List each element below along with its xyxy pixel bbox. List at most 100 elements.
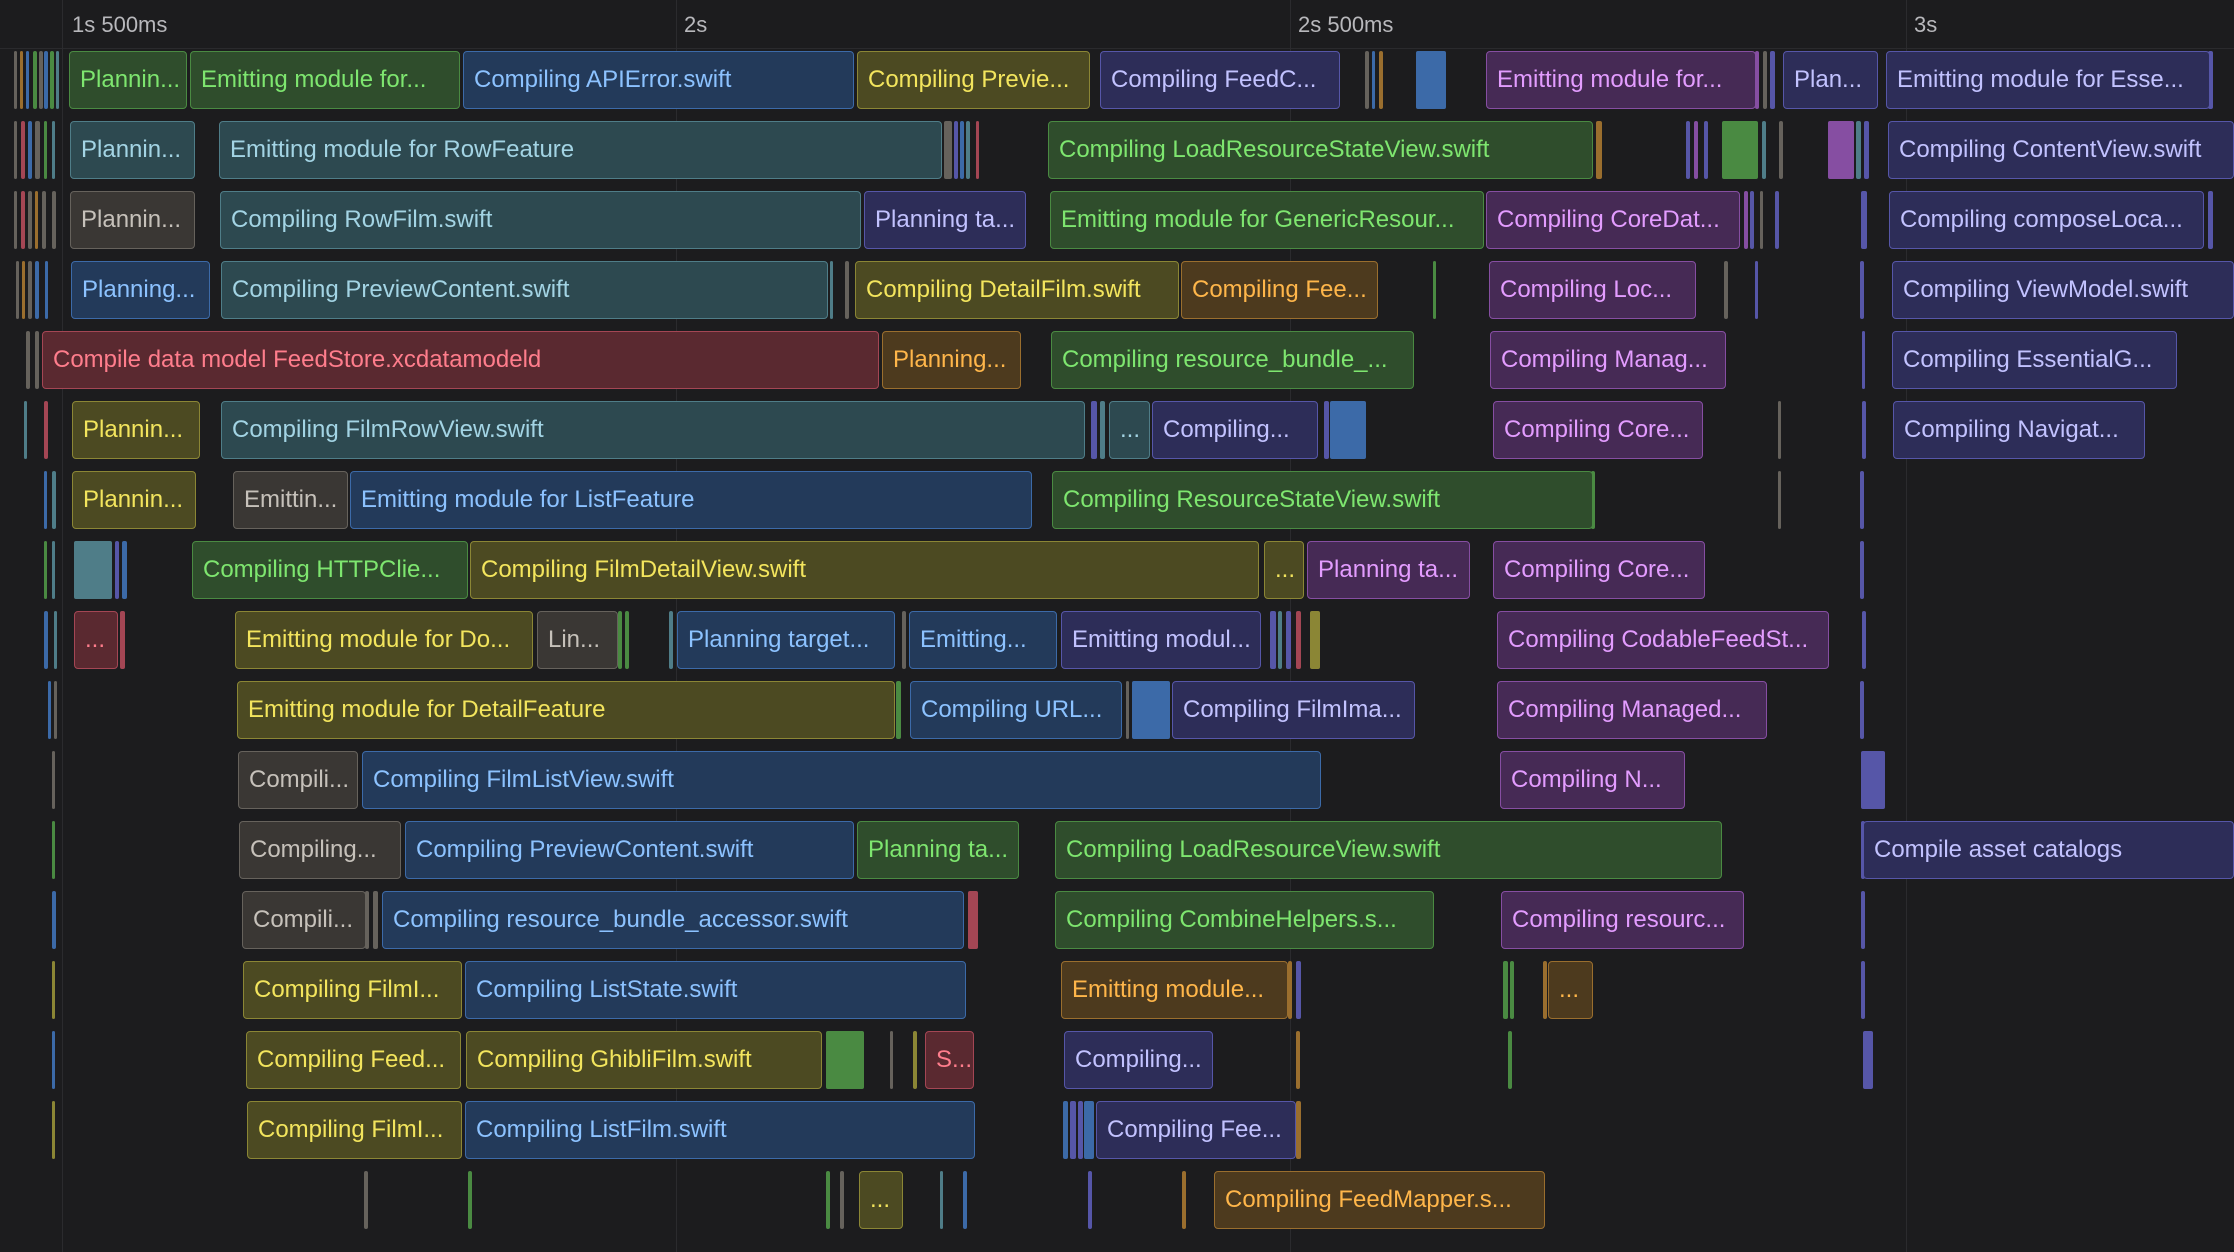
task-sliver[interactable] <box>24 401 27 459</box>
task-bar-compiling-combinehelpers-s[interactable]: Compiling CombineHelpers.s... <box>1055 891 1434 949</box>
task-sliver[interactable] <box>840 1171 844 1229</box>
task-bar-compiling-apierror-swift[interactable]: Compiling APIError.swift <box>463 51 854 109</box>
task-bar-compiling-fee[interactable]: Compiling Fee... <box>1096 1101 1296 1159</box>
task-sliver[interactable] <box>1296 611 1301 669</box>
task-sliver[interactable] <box>1416 51 1446 109</box>
task-sliver[interactable] <box>52 1101 55 1159</box>
task-bar-compiling-coredat[interactable]: Compiling CoreDat... <box>1486 191 1740 249</box>
task-sliver[interactable] <box>14 191 17 249</box>
task-sliver[interactable] <box>1775 191 1779 249</box>
task-sliver[interactable] <box>52 121 55 179</box>
task-bar-compiling-core[interactable]: Compiling Core... <box>1493 401 1703 459</box>
task-bar-compiling[interactable]: Compiling... <box>239 821 401 879</box>
task-sliver[interactable] <box>1510 961 1514 1019</box>
task-sliver[interactable] <box>1762 121 1766 179</box>
task-sliver[interactable] <box>1543 961 1547 1019</box>
task-sliver[interactable] <box>115 541 119 599</box>
task-bar-compiling-liststate-swift[interactable]: Compiling ListState.swift <box>465 961 966 1019</box>
task-sliver[interactable] <box>1182 1171 1186 1229</box>
task-bar-compiling-httpclie[interactable]: Compiling HTTPClie... <box>192 541 468 599</box>
task-sliver[interactable] <box>26 51 29 109</box>
task-bar-ellipsis[interactable]: ... <box>1109 401 1150 459</box>
task-sliver[interactable] <box>364 1171 368 1229</box>
task-sliver[interactable] <box>1860 471 1864 529</box>
task-sliver[interactable] <box>1694 121 1698 179</box>
task-bar-compiling-filmdetailview-swift[interactable]: Compiling FilmDetailView.swift <box>470 541 1259 599</box>
task-bar-emitting-module-for-listfeature[interactable]: Emitting module for ListFeature <box>350 471 1032 529</box>
task-sliver[interactable] <box>42 191 46 249</box>
task-bar-compiling-resource-bundle-accessor-swift[interactable]: Compiling resource_bundle_accessor.swift <box>382 891 964 949</box>
task-bar-ellipsis[interactable]: ... <box>1264 541 1304 599</box>
task-sliver[interactable] <box>1270 611 1276 669</box>
task-sliver[interactable] <box>1860 681 1864 739</box>
task-sliver[interactable] <box>1755 51 1759 109</box>
task-sliver[interactable] <box>22 261 25 319</box>
task-sliver[interactable] <box>1755 261 1758 319</box>
task-sliver[interactable] <box>966 121 970 179</box>
task-sliver[interactable] <box>468 1171 472 1229</box>
task-bar-emitting-module-for-detailfeature[interactable]: Emitting module for DetailFeature <box>237 681 895 739</box>
task-sliver[interactable] <box>52 541 55 599</box>
task-sliver[interactable] <box>52 471 56 529</box>
task-sliver[interactable] <box>50 51 54 109</box>
task-sliver[interactable] <box>902 611 906 669</box>
task-sliver[interactable] <box>26 331 30 389</box>
task-sliver[interactable] <box>52 961 55 1019</box>
task-bar-compiling-resourcestateview-swift[interactable]: Compiling ResourceStateView.swift <box>1052 471 1593 529</box>
task-bar-compiling-ghiblifilm-swift[interactable]: Compiling GhibliFilm.swift <box>466 1031 822 1089</box>
task-sliver[interactable] <box>21 191 25 249</box>
task-bar-compiling-core[interactable]: Compiling Core... <box>1493 541 1705 599</box>
task-sliver[interactable] <box>14 121 17 179</box>
task-sliver[interactable] <box>1862 331 1865 389</box>
task-sliver[interactable] <box>1372 51 1375 109</box>
task-sliver[interactable] <box>1088 1171 1092 1229</box>
task-sliver[interactable] <box>48 681 51 739</box>
task-bar-ellipsis[interactable]: ... <box>1548 961 1593 1019</box>
task-sliver[interactable] <box>830 261 833 319</box>
task-sliver[interactable] <box>1860 541 1864 599</box>
task-sliver[interactable] <box>52 821 55 879</box>
task-sliver[interactable] <box>1750 191 1754 249</box>
task-bar-compiling-codablefeedst[interactable]: Compiling CodableFeedSt... <box>1497 611 1829 669</box>
task-sliver[interactable] <box>16 261 19 319</box>
task-sliver[interactable] <box>1100 401 1105 459</box>
task-bar-emitting-modul[interactable]: Emitting modul... <box>1061 611 1261 669</box>
task-bar-planning-target[interactable]: Planning target... <box>677 611 895 669</box>
task-sliver[interactable] <box>35 191 38 249</box>
task-bar-compiling-loc[interactable]: Compiling Loc... <box>1489 261 1696 319</box>
task-bar-plannin[interactable]: Plannin... <box>69 51 187 109</box>
task-sliver[interactable] <box>52 1031 55 1089</box>
task-sliver[interactable] <box>1084 1101 1094 1159</box>
task-bar-compiling-filmima[interactable]: Compiling FilmIma... <box>1172 681 1415 739</box>
task-sliver[interactable] <box>1288 961 1292 1019</box>
task-sliver[interactable] <box>1286 611 1291 669</box>
task-sliver[interactable] <box>44 611 48 669</box>
task-sliver[interactable] <box>1861 191 1867 249</box>
task-sliver[interactable] <box>1324 401 1329 459</box>
task-sliver[interactable] <box>28 261 32 319</box>
task-sliver[interactable] <box>1724 261 1728 319</box>
task-sliver[interactable] <box>14 51 17 109</box>
task-sliver[interactable] <box>1379 51 1383 109</box>
task-bar-compiling-manag[interactable]: Compiling Manag... <box>1490 331 1726 389</box>
task-sliver[interactable] <box>33 51 37 109</box>
task-sliver[interactable] <box>1078 1101 1083 1159</box>
task-bar-emitting-module-for[interactable]: Emitting module for... <box>1486 51 1756 109</box>
task-sliver[interactable] <box>1861 961 1865 1019</box>
task-bar-compiling-navigat[interactable]: Compiling Navigat... <box>1893 401 2145 459</box>
task-bar-emitting-module-for-esse[interactable]: Emitting module for Esse... <box>1886 51 2210 109</box>
task-sliver[interactable] <box>1862 611 1866 669</box>
task-sliver[interactable] <box>44 541 47 599</box>
task-bar-emittin[interactable]: Emittin... <box>233 471 348 529</box>
task-sliver[interactable] <box>1330 401 1366 459</box>
task-sliver[interactable] <box>120 611 125 669</box>
task-sliver[interactable] <box>54 611 57 669</box>
task-sliver[interactable] <box>1778 471 1781 529</box>
task-sliver[interactable] <box>28 191 32 249</box>
task-sliver[interactable] <box>365 891 369 949</box>
task-sliver[interactable] <box>52 191 56 249</box>
task-sliver[interactable] <box>74 541 112 599</box>
task-bar-compiling-detailfilm-swift[interactable]: Compiling DetailFilm.swift <box>855 261 1179 319</box>
task-bar-compiling-feedmapper-s[interactable]: Compiling FeedMapper.s... <box>1214 1171 1545 1229</box>
task-bar-compiling-contentview-swift[interactable]: Compiling ContentView.swift <box>1888 121 2234 179</box>
